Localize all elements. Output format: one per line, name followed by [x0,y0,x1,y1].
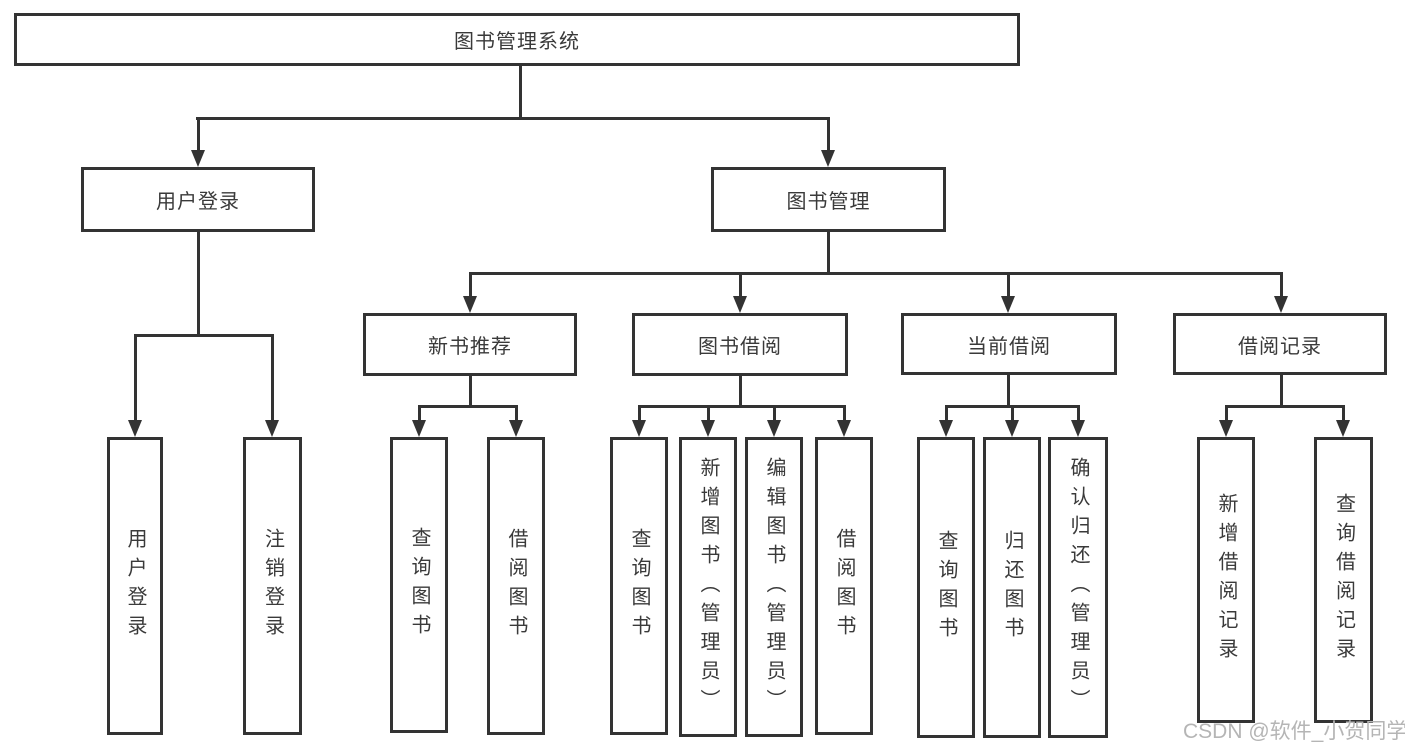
connector-new-book-down [469,376,472,406]
arrow-to-book-mgmt [821,117,835,167]
node-root: 图书管理系统 [14,13,1020,66]
node-confirm-return-admin-label: 确认归还（管理员） [1067,457,1089,718]
node-add-book-admin-label: 新增图书（管理员） [697,456,719,718]
node-borrow-record: 借阅记录 [1173,313,1387,375]
arrow-to-query-borrow-record [1336,405,1350,437]
node-borrow-book-2-label: 借阅图书 [833,528,855,644]
node-return-book: 归还图书 [983,437,1041,738]
connector-user-login-down [197,232,200,335]
csdn-watermark: CSDN @软件_小贺同学 [1183,720,1405,743]
node-user-login-leaf: 用户登录 [107,437,163,735]
arrow-to-borrow-book-2 [837,405,851,437]
node-query-book-1: 查询图书 [390,437,448,733]
arrow-to-add-borrow-record [1219,405,1233,437]
node-book-borrow-label: 图书借阅 [698,336,782,358]
node-confirm-return-admin: 确认归还（管理员） [1048,437,1108,738]
arrow-to-logout-leaf [265,334,279,437]
node-add-borrow-record-label: 新增借阅记录 [1215,493,1237,667]
node-add-book-admin: 新增图书（管理员） [679,437,737,737]
node-edit-book-admin: 编辑图书（管理员） [745,437,803,737]
node-book-mgmt-label: 图书管理 [786,191,871,213]
node-user-login: 用户登录 [81,167,315,232]
node-book-borrow: 图书借阅 [632,313,848,376]
arrow-to-book-borrow [733,272,747,313]
node-borrow-record-label: 借阅记录 [1238,335,1322,358]
node-borrow-book-1-label: 借阅图书 [505,528,527,644]
connector-new-book-horizontal [418,405,518,408]
node-borrow-book-2: 借阅图书 [815,437,873,735]
node-user-login-label: 用户登录 [156,191,240,213]
arrow-to-confirm-return [1071,405,1085,437]
connector-root-down [519,66,522,118]
node-edit-book-admin-label: 编辑图书（管理员） [763,456,785,718]
node-new-book: 新书推荐 [363,313,577,376]
node-root-label: 图书管理系统 [454,31,580,53]
connector-book-borrow-down [739,376,742,406]
connector-current-borrow-down [1007,375,1010,406]
arrow-to-query-book-2 [632,405,646,437]
connector-level3-horizontal [469,272,1283,275]
node-query-book-3: 查询图书 [917,437,975,738]
connector-book-borrow-horizontal [638,405,845,408]
node-query-borrow-record: 查询借阅记录 [1314,437,1373,723]
connector-book-mgmt-down [827,232,830,273]
node-query-book-2-label: 查询图书 [628,528,650,644]
connector-root-horizontal [196,117,830,120]
node-add-borrow-record: 新增借阅记录 [1197,437,1255,723]
arrow-to-borrow-record [1274,272,1288,313]
node-query-book-3-label: 查询图书 [935,529,957,646]
connector-borrow-record-down [1280,375,1283,406]
arrow-to-user-login-leaf [128,334,142,437]
arrow-to-user-login [191,117,205,167]
arrow-to-current-borrow [1001,272,1015,313]
arrow-to-edit-book-admin [767,405,781,437]
node-query-book-1-label: 查询图书 [408,527,430,643]
node-borrow-book-1: 借阅图书 [487,437,545,735]
node-query-borrow-record-label: 查询借阅记录 [1332,493,1355,667]
node-user-login-leaf-label: 用户登录 [124,528,146,644]
arrow-to-new-book [463,272,477,313]
node-current-borrow-label: 当前借阅 [967,335,1051,358]
connector-user-login-horizontal [134,334,274,337]
arrow-to-query-book-3 [939,405,953,437]
node-logout-leaf: 注销登录 [243,437,302,735]
arrow-to-return-book [1005,405,1019,437]
arrow-to-query-book-1 [412,405,426,437]
node-query-book-2: 查询图书 [610,437,668,735]
node-current-borrow: 当前借阅 [901,313,1117,375]
arrow-to-borrow-book-1 [509,405,523,437]
node-return-book-label: 归还图书 [1001,529,1023,646]
node-book-mgmt: 图书管理 [711,167,946,232]
node-logout-leaf-label: 注销登录 [261,528,284,644]
arrow-to-add-book-admin [701,405,715,437]
node-new-book-label: 新书推荐 [428,336,512,358]
connector-borrow-record-horizontal [1225,405,1345,408]
